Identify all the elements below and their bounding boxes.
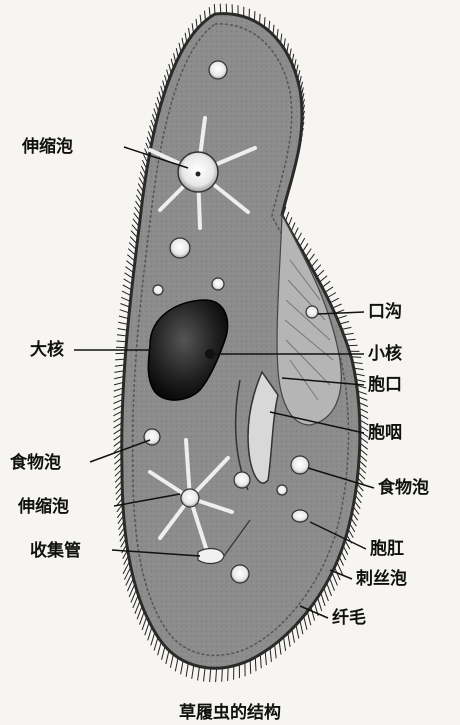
cilium	[275, 644, 277, 658]
cilium	[228, 667, 229, 681]
cilium	[181, 661, 184, 675]
cilium	[311, 607, 315, 621]
cilium	[118, 322, 128, 324]
cilium	[222, 668, 223, 682]
cilium	[216, 668, 217, 682]
label-cytostome: 胞口	[368, 375, 402, 395]
label-micronucleus: 小核	[368, 344, 402, 364]
label-cytopharynx: 胞咽	[368, 423, 402, 443]
micronucleus	[205, 349, 215, 359]
cilium	[148, 627, 152, 640]
cilium	[288, 633, 290, 647]
label-cytoproct: 胞肛	[370, 539, 404, 559]
cilium	[265, 651, 266, 665]
cilium	[329, 578, 334, 591]
cilium	[210, 668, 211, 682]
cilium	[137, 606, 142, 619]
cilium	[170, 654, 173, 668]
cilium	[154, 637, 158, 651]
cilium	[120, 310, 129, 313]
label-cilia: 纤毛	[332, 608, 366, 628]
cilium	[324, 588, 329, 601]
cilium	[140, 612, 145, 625]
cilium	[260, 654, 261, 668]
cilium	[320, 276, 328, 282]
cilium	[166, 650, 169, 664]
cilium	[121, 297, 130, 301]
cilium	[300, 621, 303, 635]
cilium	[145, 622, 149, 635]
cilium	[307, 612, 311, 626]
cilium	[321, 593, 325, 606]
label-oral-groove: 口沟	[368, 302, 402, 322]
cilium	[120, 304, 129, 308]
cilium	[304, 616, 307, 630]
cilium	[325, 287, 333, 293]
cilium	[317, 270, 324, 277]
cilium	[296, 625, 299, 639]
cilium	[342, 327, 352, 329]
cilium	[151, 632, 155, 645]
cilium	[186, 663, 188, 677]
label-collecting-canal: 收集管	[30, 541, 81, 561]
cilium	[158, 642, 162, 656]
cilium	[214, 4, 215, 14]
cilium	[314, 265, 321, 272]
label-contractile-vacuole-top: 伸缩泡	[22, 137, 73, 157]
label-food-vacuole-right: 食物泡	[378, 478, 429, 498]
cilium	[284, 637, 286, 651]
label-contractile-vacuole-bottom: 伸缩泡	[18, 497, 69, 517]
cilium	[192, 665, 194, 679]
cilium	[292, 629, 295, 643]
cilium	[204, 668, 206, 682]
cilium	[337, 316, 347, 319]
diagram-caption: 草履虫的结构	[0, 698, 460, 723]
cilium	[318, 598, 322, 611]
label-food-vacuole-left: 食物泡	[10, 453, 61, 473]
cilium	[198, 667, 200, 681]
cilium	[250, 660, 251, 674]
label-macronucleus: 大核	[30, 340, 64, 360]
cilium	[344, 333, 354, 334]
cilium	[255, 657, 256, 671]
cilium	[175, 658, 178, 672]
cilium	[270, 648, 271, 662]
cilium	[162, 646, 166, 660]
label-trichocyst: 刺丝泡	[356, 569, 407, 589]
cilium	[279, 641, 281, 655]
cilium	[330, 298, 339, 303]
